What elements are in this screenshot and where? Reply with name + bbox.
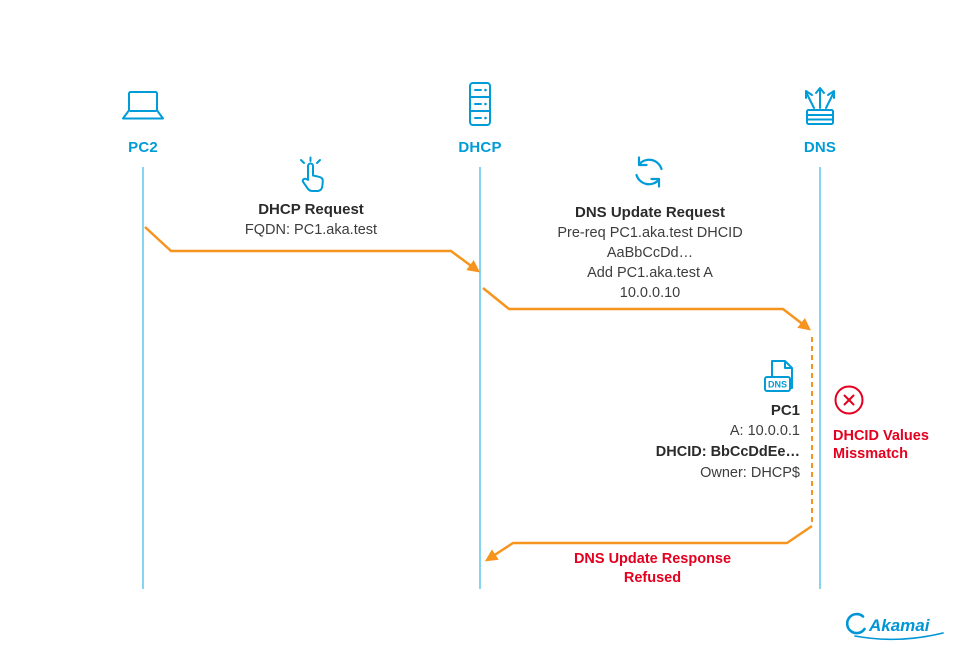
dhcp-request-message: DHCP Request FQDN: PC1.aka.test [211, 200, 411, 240]
server-icon [460, 81, 500, 127]
arrow-dhcp-request [144, 226, 481, 273]
dhcp-request-title: DHCP Request [258, 201, 364, 218]
arrow-dns-update-request [482, 287, 811, 331]
dns-document-icon: DNS [759, 358, 799, 398]
dns-update-request-title: DNS Update Request [574, 204, 726, 221]
error-line2: Missmatch [833, 446, 908, 462]
dns-update-request-message: DNS Update Request Pre-req PC1.aka.test … [535, 203, 765, 303]
error-message: DHCID Values Missmatch [833, 427, 943, 463]
dns-record-line3: Owner: DHCP$ [700, 465, 800, 481]
network-device-icon [798, 82, 842, 128]
laptop-icon [120, 88, 166, 126]
dns-update-request-line3: Add PC1.aka.test A [587, 265, 713, 281]
akamai-swirl-icon [845, 612, 866, 635]
actor-label-dns: DNS [803, 139, 837, 156]
dns-record-title: PC1 [770, 402, 800, 419]
akamai-underline-swoosh [854, 632, 944, 641]
actor-label-pc2: PC2 [128, 139, 158, 156]
actor-label-dhcp: DHCP [458, 139, 502, 156]
refresh-icon [629, 152, 669, 192]
error-line1: DHCID Values [833, 428, 929, 444]
dns-record-line2: DHCID: BbCcDdEe… [655, 444, 800, 460]
dhcp-request-line1: FQDN: PC1.aka.test [244, 222, 378, 238]
akamai-logo: Akamai [843, 608, 958, 644]
dns-update-request-line2: AaBbCcDd… [606, 245, 694, 261]
dns-update-request-line1: Pre-req PC1.aka.test DHCID [557, 225, 743, 241]
arrow-dns-update-response [484, 524, 813, 562]
dns-update-request-line4: 10.0.0.10 [619, 285, 681, 301]
dns-update-response-line1: DNS Update Response [573, 551, 732, 567]
error-cross-icon [832, 383, 866, 417]
dns-icon-label: DNS [768, 380, 787, 390]
dns-record-block: PC1 A: 10.0.0.1 DHCID: BbCcDdEe… Owner: … [620, 400, 800, 484]
dns-update-response-message: DNS Update Response Refused [545, 550, 760, 588]
hand-click-icon [293, 156, 329, 196]
dns-update-response-line2: Refused [623, 570, 682, 586]
dns-record-line1: A: 10.0.0.1 [729, 423, 800, 439]
akamai-logo-text: Akamai [868, 616, 931, 635]
